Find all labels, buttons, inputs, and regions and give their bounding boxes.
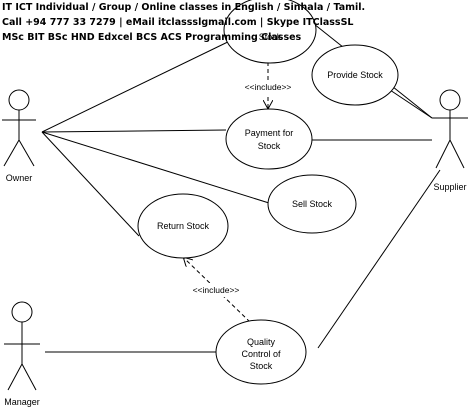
- sell-stock-label: Sell Stock: [292, 199, 333, 209]
- purchase-stock-label-line2: Stock: [259, 32, 282, 42]
- include-label-bg-1: [232, 80, 304, 94]
- include-label-bg-2: [180, 283, 252, 297]
- actor-manager-label: Manager: [4, 397, 40, 407]
- assoc-owner-return: [41, 131, 140, 237]
- assoc-supplier-provide: [389, 89, 433, 119]
- actor-supplier: [432, 89, 468, 169]
- quality-label-line1: Quality: [247, 337, 276, 347]
- banner-line-1: IT ICT Individual / Group / Online class…: [2, 2, 366, 13]
- use-case-payment-for-stock: [225, 108, 313, 170]
- use-case-purchase-stock: [223, 0, 317, 64]
- actor-owner-label: Owner: [6, 173, 33, 183]
- include-label-1: <<include>>: [245, 82, 292, 92]
- use-case-sell-stock: [267, 174, 357, 234]
- actor-owner: [2, 89, 36, 167]
- assoc-owner-sell: [41, 131, 270, 204]
- include-label-2: <<include>>: [193, 285, 240, 295]
- payment-label-line1: Payment for: [245, 128, 294, 138]
- use-case-return-stock: [137, 193, 229, 259]
- actor-supplier-label: Supplier: [433, 182, 466, 192]
- use-case-provide-stock: [311, 44, 399, 106]
- payment-label-line2: Stock: [258, 141, 281, 151]
- quality-label-line3: Stock: [250, 361, 273, 371]
- return-stock-label: Return Stock: [157, 221, 210, 231]
- banner-line-2: Call +94 777 33 7279 | eMail itclassslgm…: [2, 17, 354, 28]
- use-case-quality-control: [215, 319, 307, 385]
- assoc-owner-purchase: [41, 37, 237, 133]
- assoc-supplier-quality: [317, 169, 441, 349]
- assoc-owner-payment: [41, 129, 227, 133]
- actor-manager: [4, 301, 40, 391]
- banner-line-3: MSc BIT BSc HND Edxcel BCS ACS Programmi…: [2, 32, 302, 43]
- quality-label-line2: Control of: [241, 349, 281, 359]
- provide-stock-label: Provide Stock: [327, 70, 383, 80]
